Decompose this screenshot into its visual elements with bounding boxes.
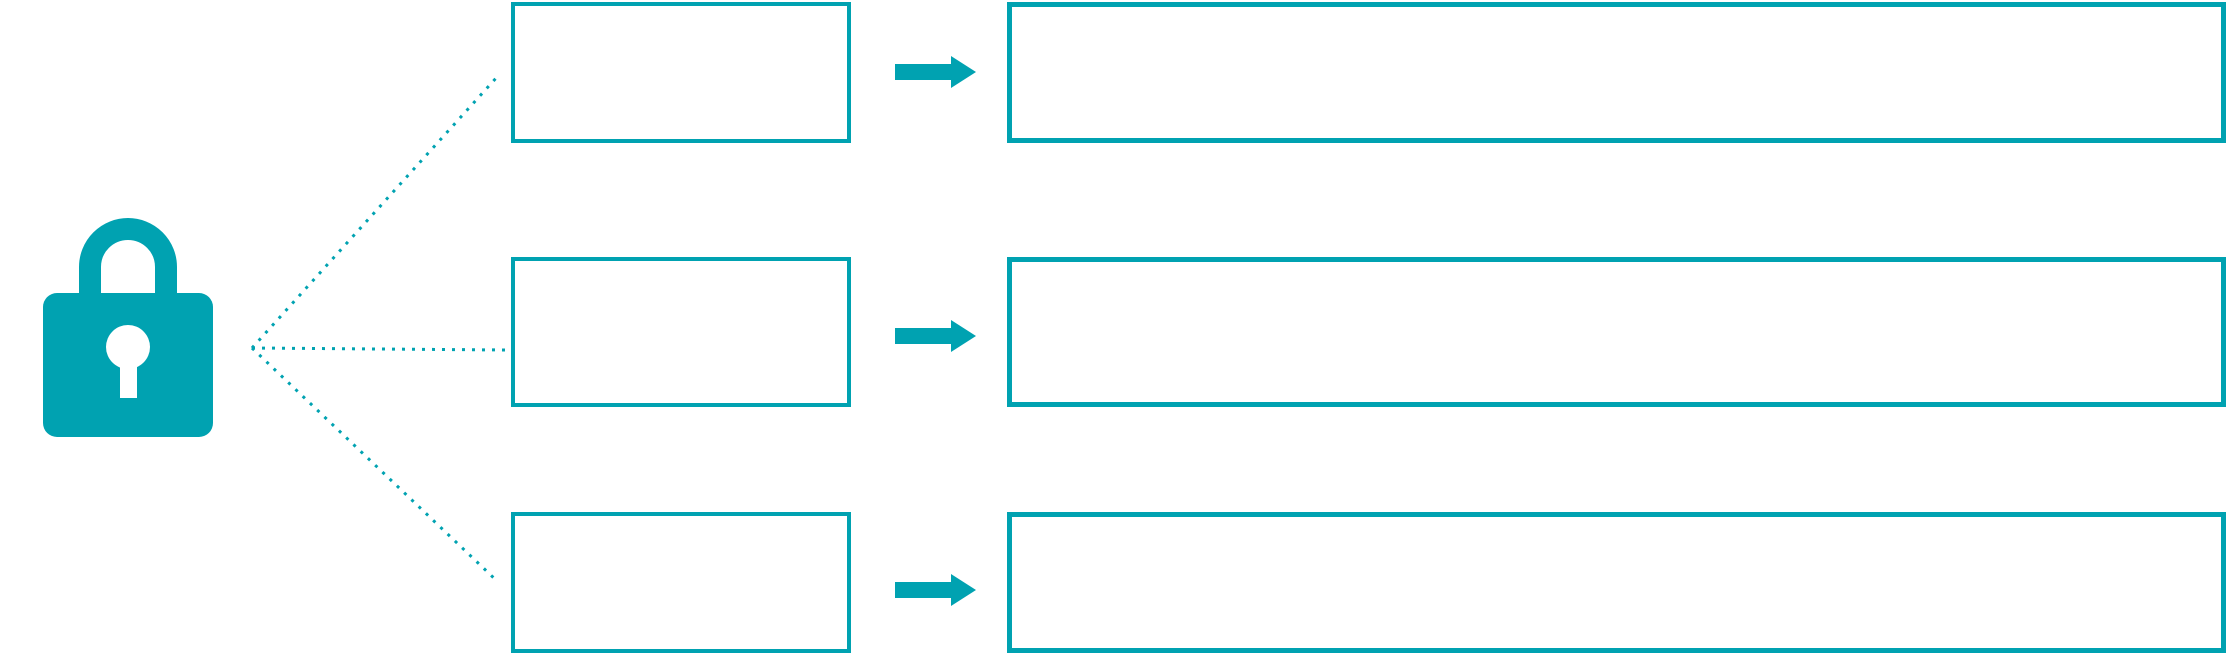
- arrow-right-icon: [895, 56, 976, 88]
- lock-keyhole: [106, 325, 150, 369]
- large-box-row-2: [1007, 257, 2226, 407]
- connector-line-bottom: [250, 346, 499, 583]
- large-box-row-1: [1007, 2, 2226, 143]
- lock-icon: [43, 218, 213, 437]
- small-box-row-2: [511, 257, 851, 407]
- small-box-row-1: [511, 2, 851, 143]
- lock-keyhole-stem: [120, 358, 137, 398]
- arrow-right-icon: [895, 320, 976, 352]
- small-box-row-3: [511, 512, 851, 653]
- connector-line-top: [250, 75, 499, 350]
- large-box-row-3: [1007, 512, 2226, 653]
- lock-shackle: [79, 218, 177, 330]
- connector-line-middle: [251, 346, 506, 352]
- arrow-right-icon: [895, 574, 976, 606]
